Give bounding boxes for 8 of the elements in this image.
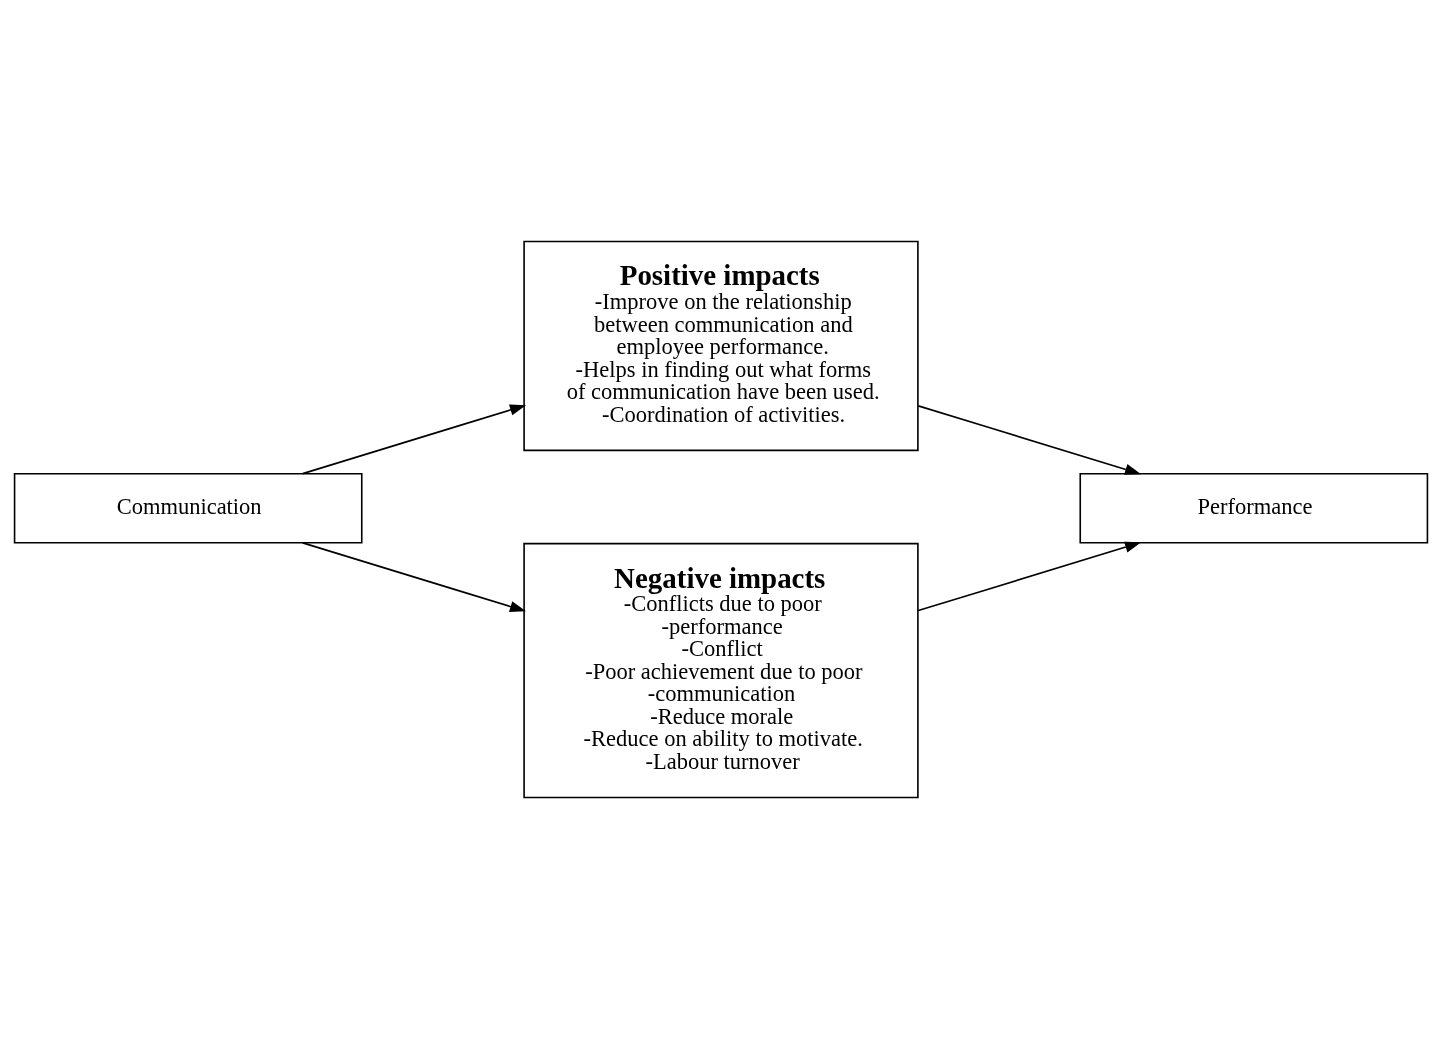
node-box: Positive impacts -Improve on the relationship between communication and employee performance. -Helps in finding out what forms of communication have been used. -Coordination of activities. [523, 240, 919, 452]
arrow [917, 405, 1142, 475]
node-box: Communication [13, 472, 363, 544]
node-box: Negative impacts -Conflicts due to poor -performance -Conflict -Poor achievement due to poor -communication -Reduce morale -Reduce on ability to motivate. -Labour turnover [523, 542, 919, 799]
arrow [301, 542, 527, 612]
arrow [917, 541, 1142, 612]
node-box: Performance [1079, 472, 1429, 544]
arrow [301, 404, 527, 475]
